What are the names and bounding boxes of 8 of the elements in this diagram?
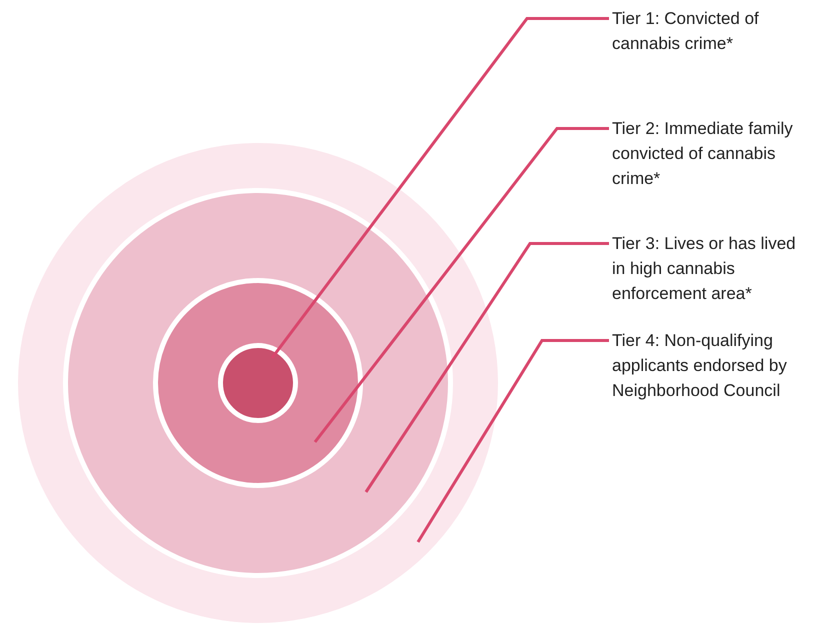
tier-label: Tier 3: Lives or has lived in high cannabis enforcement area* — [612, 231, 812, 306]
leader-line — [364, 242, 609, 493]
leader-line — [270, 17, 609, 359]
tier-label: Tier 1: Convicted of cannabis crime* — [612, 6, 812, 56]
tier-label: Tier 4: Non-qualifying applicants endorsed by Neighborhood Council — [612, 328, 812, 403]
leader-line — [416, 339, 609, 543]
tier-label: Tier 2: Immediate family convicted of cannabis crime* — [612, 116, 812, 191]
leader-line — [314, 127, 609, 443]
